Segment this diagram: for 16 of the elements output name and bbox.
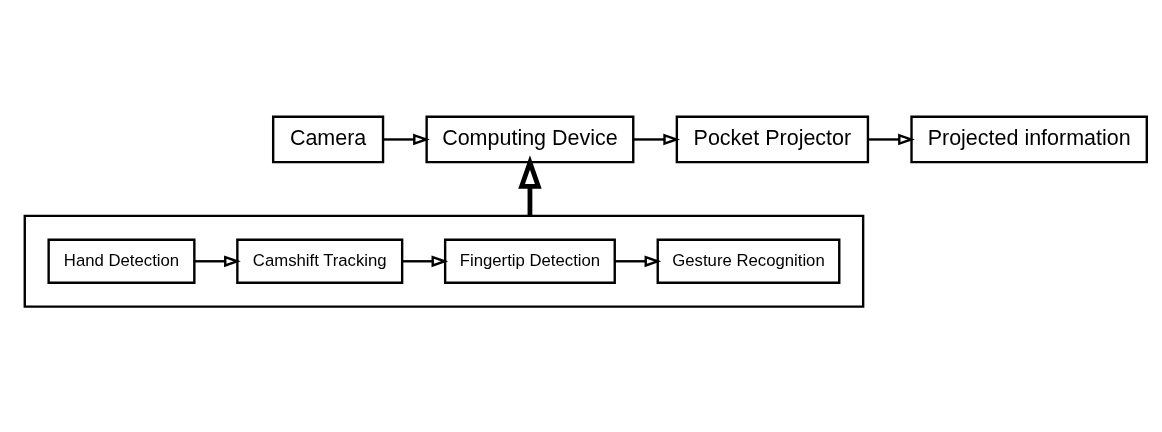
arrow [614,254,662,267]
node-box: Projected information [910,115,1148,163]
node-box: Camera [271,115,385,163]
arrow [194,254,241,267]
arrow [383,133,430,145]
node-box: Camshift Tracking [236,238,404,284]
arrow [518,154,542,216]
arrow [633,133,681,145]
node-box: Computing Device [425,115,635,163]
node-box: Hand Detection [47,238,196,284]
node-box: Pocket Projector [675,115,870,163]
node-box: Gesture Recognition [656,238,841,284]
arrow [402,254,449,267]
node-box: Fingertip Detection [443,238,616,284]
arrow [868,133,915,145]
cluster [23,214,865,308]
